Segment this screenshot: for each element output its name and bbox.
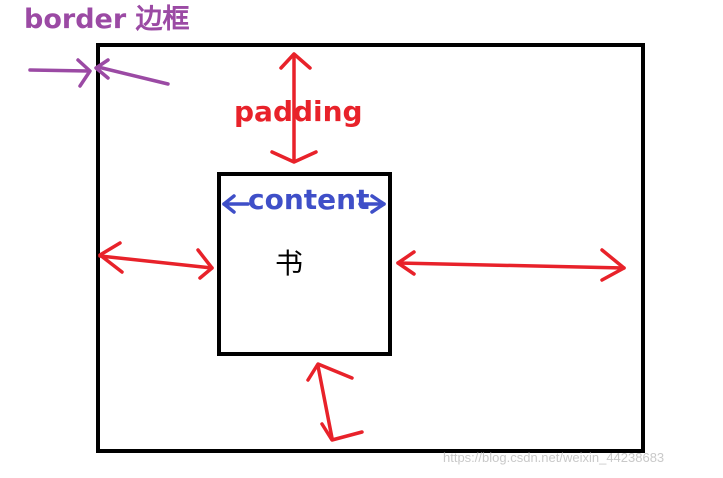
border-arrow-left (28, 68, 90, 73)
content-label: content (248, 183, 370, 216)
watermark: https://blog.csdn.net/weixin_44238683 (443, 450, 665, 465)
padding-label: padding (234, 95, 363, 128)
content-box (217, 172, 392, 356)
border-box (96, 43, 645, 453)
border-arrow-left-head (76, 58, 92, 88)
content-text: 书 (275, 247, 304, 280)
border-label: border 边框 (24, 4, 190, 35)
